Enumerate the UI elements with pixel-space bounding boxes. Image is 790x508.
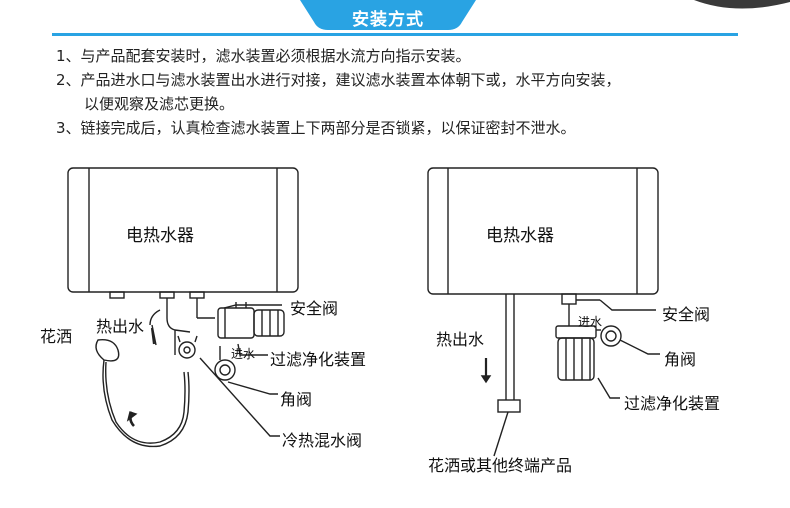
- left-shower-drawing: [95, 327, 190, 448]
- header-divider: [52, 33, 738, 36]
- instruction-step-1: 1、与产品配套安装时，滤水装置必须根据水流方向指示安装。: [56, 47, 471, 65]
- left-shower-label: 花洒: [40, 327, 73, 346]
- right-water-heater-drawing: [427, 167, 659, 295]
- installation-illustration: [67, 167, 660, 457]
- left-water-heater-drawing: [67, 167, 299, 293]
- right-filter-label: 过滤净化装置: [624, 394, 721, 413]
- right-terminal-label: 花洒或其他终端产品: [428, 456, 573, 475]
- header-bar: [300, 0, 476, 30]
- right-hot-water-out-label: 热出水: [436, 330, 485, 349]
- right-pointer-lines: [597, 299, 660, 399]
- left-filter-drawing: [214, 302, 285, 381]
- right-angle-valve-label: 角阀: [664, 350, 697, 369]
- right-filter-drawing: [555, 325, 622, 381]
- right-heater-label: 电热水器: [486, 226, 554, 246]
- right-safety-valve-label: 安全阀: [662, 305, 711, 324]
- left-pipes-drawing: [109, 291, 215, 359]
- instruction-list: 1、与产品配套安装时，滤水装置必须根据水流方向指示安装。 2、产品进水口与滤水装…: [56, 44, 756, 140]
- instruction-step-2: 2、产品进水口与滤水装置出水进行对接，建议滤水装置本体朝下或，水平方向安装，: [56, 71, 621, 89]
- left-heater-label: 电热水器: [126, 226, 194, 246]
- right-pipes-drawing: [480, 293, 600, 457]
- left-pointer-lines: [199, 304, 282, 437]
- left-water-in-label: 进水: [231, 347, 256, 361]
- left-mixing-valve-label: 冷热混水阀: [282, 431, 363, 450]
- left-angle-valve-label: 角阀: [280, 390, 313, 409]
- instruction-step-2-continued: 以便观察及滤芯更换。: [84, 95, 235, 113]
- left-filter-label: 过滤净化装置: [270, 350, 367, 369]
- left-hot-water-out-label: 热出水: [96, 317, 145, 336]
- right-water-in-label: 进水: [578, 315, 603, 329]
- corner-decoration: [694, 0, 790, 9]
- installation-diagrams: 电热水器 安全阀 热出水 花洒 进水 过滤净化装置 角阀 冷热混水阀 电热水器 …: [0, 150, 790, 508]
- left-safety-valve-label: 安全阀: [290, 299, 339, 318]
- section-title: 安装方式: [352, 10, 424, 30]
- instruction-step-3: 3、链接完成后，认真检查滤水装置上下两部分是否锁紧，以保证密封不泄水。: [56, 119, 576, 137]
